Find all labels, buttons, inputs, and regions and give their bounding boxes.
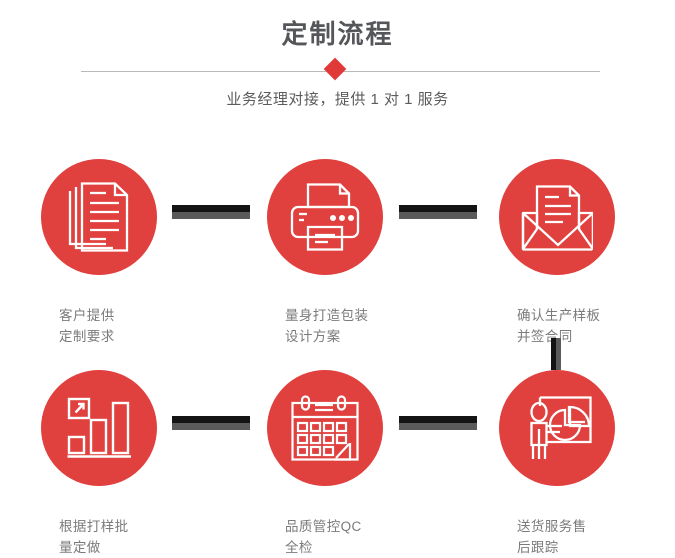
connector-step2-step3 [399,205,477,219]
step-6-label: 送货服务售 后跟踪 [517,519,587,555]
documents-stack-icon [68,182,129,252]
calendar-icon [291,395,359,461]
connector-bar-dark [172,416,250,423]
connector-bar-dark [551,338,556,370]
presenter-pie-chart-icon [530,396,592,459]
connector-step3-step4 [551,338,561,370]
step-6-icon-circle [499,370,615,486]
diamond-marker-icon [323,57,347,81]
step-2-label: 量身打造包装 设计方案 [285,308,369,344]
connector-bar-light [399,423,477,430]
step-3-label: 确认生产样板 并签合同 [517,308,601,344]
header: 定制流程 业务经理对接，提供 1 对 1 服务 [0,0,675,130]
step-5-label: 品质管控QC 全检 [285,519,362,555]
connector-bar-light [172,423,250,430]
connector-bar-light [556,338,561,370]
connector-bar-dark [399,416,477,423]
connector-step5-step6 [399,416,477,430]
step-3-icon-circle [499,159,615,275]
connector-bar-dark [399,205,477,212]
connector-step4-step5 [172,416,250,430]
connector-step1-step2 [172,205,250,219]
step-4-label: 根据打样批 量定做 [59,519,129,555]
open-envelope-letter-icon [521,185,593,251]
connector-bar-light [399,212,477,219]
connector-bar-light [172,212,250,219]
step-1-label: 客户提供 定制要求 [59,308,115,344]
printer-icon [290,183,360,251]
bar-chart-growth-icon [67,397,131,458]
step-2-icon-circle [267,159,383,275]
step-1-icon-circle [41,159,157,275]
step-4-icon-circle [41,370,157,486]
page-title: 定制流程 [281,19,394,49]
process-flow: 客户提供 定制要求 [0,130,675,555]
header-subtitle: 业务经理对接，提供 1 对 1 服务 [226,91,449,108]
connector-bar-dark [172,205,250,212]
step-5-icon-circle [267,370,383,486]
